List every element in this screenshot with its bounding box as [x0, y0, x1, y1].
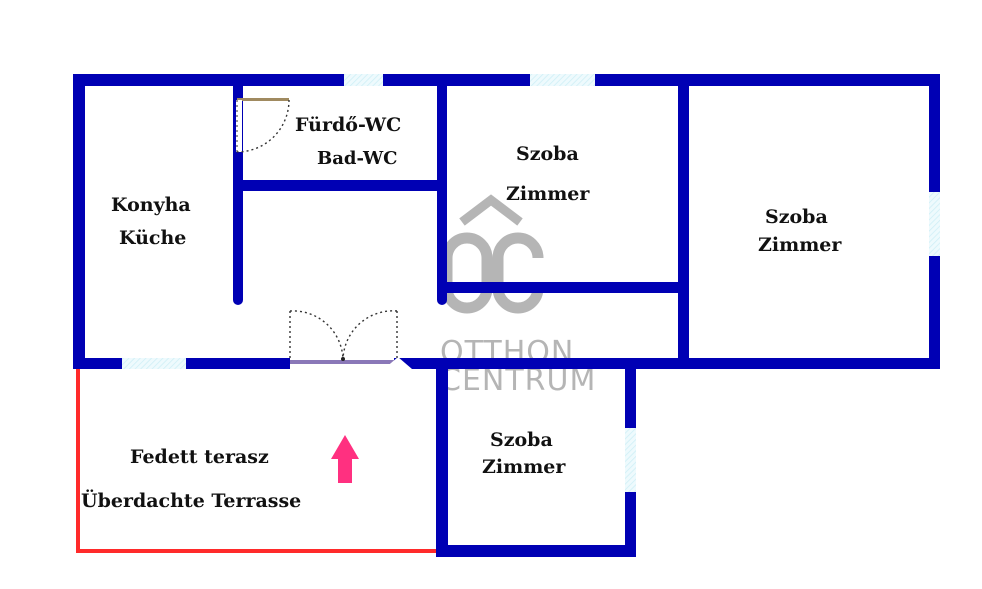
room-label: Fürdő-WC: [295, 114, 401, 136]
arrow-up-icon: [331, 435, 359, 483]
room-bathroom: Fürdő-WC Bad-WC: [295, 114, 401, 169]
room-label: Küche: [119, 227, 186, 249]
room-label: Überdachte Terrasse: [81, 489, 301, 512]
room-label: Szoba: [516, 143, 579, 165]
walls: [73, 74, 940, 557]
room-bottom: Szoba Zimmer: [482, 429, 566, 478]
room-label: Szoba: [765, 206, 828, 228]
room-top-middle: Szoba Zimmer: [506, 143, 590, 205]
room-label: Zimmer: [482, 456, 566, 478]
room-label: Bad-WC: [317, 148, 398, 169]
room-label: Zimmer: [506, 183, 590, 205]
room-right: Szoba Zimmer: [758, 206, 842, 256]
windows: [122, 74, 940, 492]
entry-door-sill: [290, 360, 394, 364]
terrace-outline: [76, 369, 437, 553]
room-label: Konyha: [111, 194, 191, 216]
room-label: Szoba: [490, 429, 553, 451]
entry-double-door: [289, 310, 398, 361]
bathroom-door: [236, 98, 290, 153]
room-label: Fedett terasz: [130, 446, 269, 468]
room-terrace: Fedett terasz Überdachte Terrasse: [81, 446, 301, 512]
room-label: Zimmer: [758, 234, 842, 256]
room-kitchen: Konyha Küche: [111, 194, 191, 249]
